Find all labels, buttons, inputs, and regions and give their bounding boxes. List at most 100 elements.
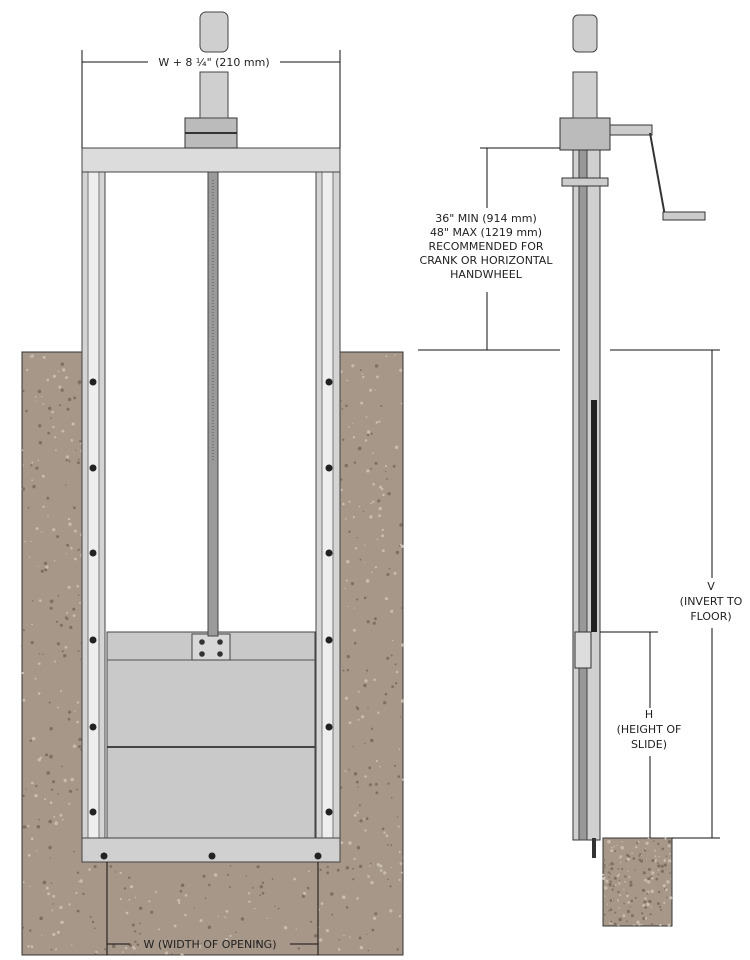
concrete-speckle [647, 837, 650, 840]
concrete-speckle [614, 911, 617, 914]
concrete-speckle [73, 557, 77, 561]
concrete-speckle [73, 506, 76, 510]
concrete-speckle [61, 818, 64, 821]
concrete-speckle [621, 841, 623, 843]
concrete-speckle [32, 737, 36, 741]
concrete-speckle [379, 485, 383, 489]
concrete-speckle [608, 883, 612, 887]
concrete-speckle [390, 844, 393, 847]
concrete-speckle [384, 692, 388, 696]
concrete-speckle [22, 794, 25, 797]
concrete-speckle [22, 389, 25, 393]
concrete-speckle [644, 917, 648, 920]
concrete-speckle [635, 846, 638, 849]
side-frame [559, 14, 706, 858]
concrete-speckle [348, 426, 350, 428]
concrete-speckle [25, 826, 28, 829]
concrete-speckle [660, 909, 662, 912]
concrete-speckle [610, 920, 613, 923]
concrete-speckle [66, 543, 70, 547]
concrete-speckle [395, 682, 398, 685]
concrete-speckle [618, 907, 620, 909]
concrete-speckle [22, 629, 25, 632]
concrete-speckle [26, 368, 29, 372]
concrete-speckle [353, 772, 358, 776]
concrete-speckle [353, 461, 357, 464]
concrete-speckle [356, 598, 359, 601]
concrete-speckle [326, 871, 330, 875]
concrete-speckle [73, 450, 75, 452]
concrete-speckle [656, 902, 660, 906]
concrete-speckle [76, 584, 80, 588]
concrete-speckle [150, 910, 154, 914]
concrete-speckle [380, 487, 384, 491]
concrete-speckle [357, 786, 359, 788]
concrete-speckle [627, 855, 631, 858]
slide-panel [106, 631, 316, 839]
concrete-speckle [76, 909, 80, 913]
concrete-speckle [34, 677, 37, 680]
concrete-speckle [611, 888, 614, 891]
concrete-speckle [344, 587, 346, 590]
concrete-speckle [180, 953, 184, 957]
concrete-speckle [352, 867, 354, 870]
concrete-speckle [398, 915, 402, 918]
concrete-speckle [375, 782, 378, 786]
concrete-speckle [668, 859, 672, 863]
concrete-speckle [70, 439, 74, 442]
concrete-speckle [363, 818, 365, 820]
concrete-speckle [669, 872, 671, 874]
concrete-speckle [30, 837, 34, 841]
anchor-bolt [89, 464, 97, 472]
concrete-speckle [72, 614, 76, 617]
concrete-speckle [42, 653, 44, 656]
concrete-speckle [395, 670, 399, 674]
concrete-speckle [387, 492, 391, 496]
concrete-speckle [125, 911, 129, 915]
anchor-bolt [325, 808, 333, 816]
crank-grip [662, 211, 706, 221]
concrete-speckle [657, 869, 660, 871]
concrete-speckle [109, 865, 113, 868]
concrete-speckle [60, 690, 62, 693]
concrete-speckle [397, 825, 400, 828]
concrete-speckle [344, 696, 348, 700]
concrete-speckle [53, 560, 56, 562]
concrete-speckle [229, 865, 232, 867]
concrete-speckle [638, 853, 641, 855]
concrete-speckle [359, 945, 364, 950]
concrete-speckle [667, 923, 671, 927]
concrete-speckle [401, 643, 405, 647]
concrete-speckle [29, 885, 31, 888]
concrete-speckle [240, 917, 245, 921]
concrete-speckle [357, 690, 360, 693]
concrete-speckle [374, 461, 378, 465]
concrete-speckle [35, 400, 37, 402]
concrete-speckle [155, 890, 158, 893]
concrete-speckle [57, 594, 60, 597]
concrete-speckle [666, 896, 668, 899]
concrete-speckle [644, 906, 648, 909]
concrete-speckle [384, 470, 387, 472]
concrete-speckle [52, 894, 56, 898]
concrete-speckle [375, 421, 379, 424]
concrete-speckle [78, 737, 82, 742]
concrete-speckle [47, 892, 51, 896]
concrete-speckle [385, 465, 388, 468]
concrete-speckle [664, 837, 667, 840]
concrete-speckle [639, 859, 644, 863]
concrete-speckle [370, 881, 374, 885]
concrete-speckle [348, 841, 352, 845]
anchor-bolt [89, 549, 97, 557]
concrete-speckle [614, 850, 617, 852]
concrete-speckle [77, 380, 82, 384]
concrete-speckle [665, 888, 668, 892]
concrete-speckle [343, 934, 345, 937]
concrete-speckle [372, 483, 375, 486]
concrete-speckle [348, 768, 350, 771]
concrete-speckle [70, 777, 74, 782]
concrete-speckle [48, 819, 52, 824]
concrete-speckle [387, 782, 390, 785]
concrete-speckle [385, 834, 389, 837]
concrete-speckle [76, 788, 78, 791]
